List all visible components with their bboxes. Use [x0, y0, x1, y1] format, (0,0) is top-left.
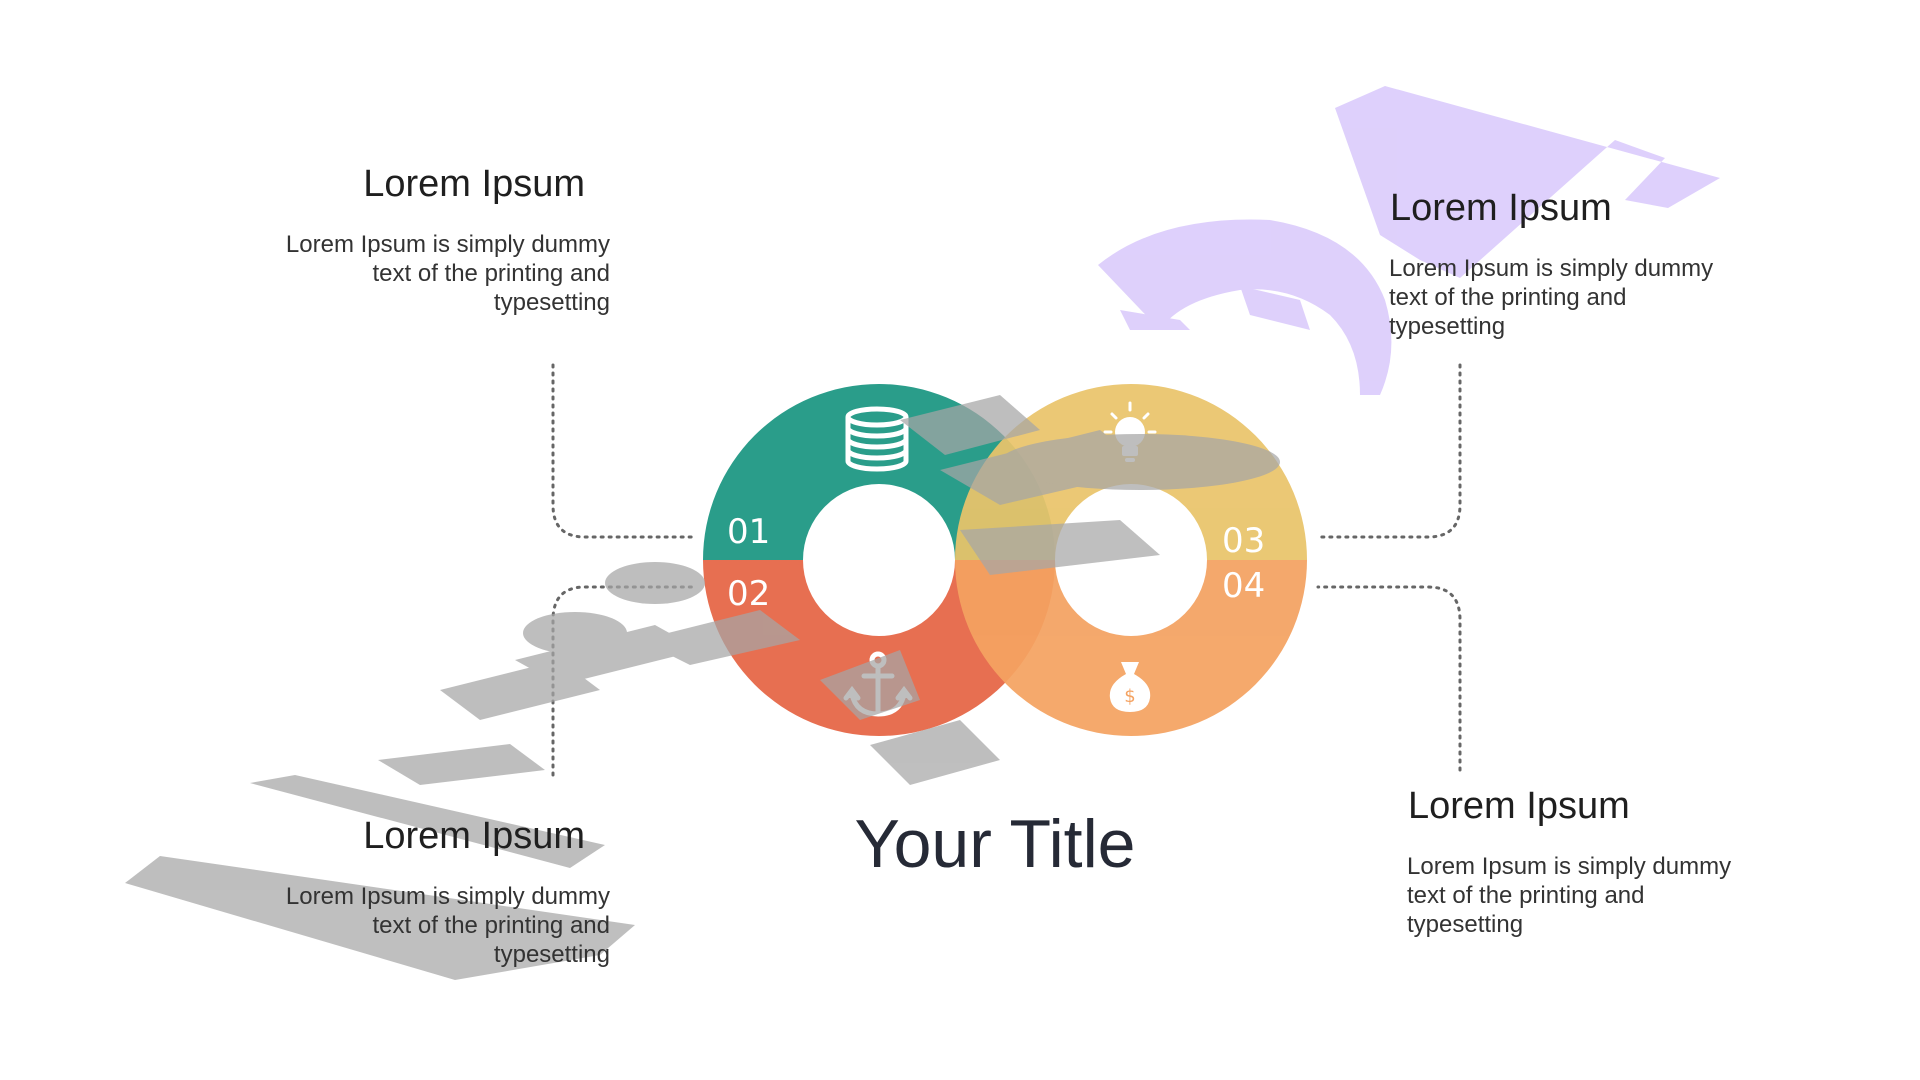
money-bag-icon: $ — [1109, 662, 1151, 712]
segment-04-arc — [955, 560, 1307, 736]
heading-01: Lorem Ipsum — [363, 163, 585, 205]
heading-02: Lorem Ipsum — [363, 815, 585, 857]
segment-02-number: 02 — [727, 574, 770, 614]
connector-01 — [551, 363, 697, 539]
segment-04-number: 04 — [1222, 566, 1265, 606]
heading-03: Lorem Ipsum — [1390, 187, 1612, 229]
connector-03 — [1316, 363, 1462, 539]
watermark — [125, 86, 1720, 980]
connector-04 — [1316, 585, 1462, 772]
segment-01-number: 01 — [727, 512, 770, 552]
description-02: Lorem Ipsum is simply dummy text of the … — [285, 883, 610, 968]
description-01: Lorem Ipsum is simply dummy text of the … — [285, 231, 610, 316]
svg-text:$: $ — [1124, 686, 1135, 707]
database-icon — [845, 406, 909, 472]
segment-03-number: 03 — [1222, 521, 1265, 561]
heading-04: Lorem Ipsum — [1408, 785, 1630, 827]
watermark-digits-purple — [1098, 86, 1720, 395]
watermark-letters-gray — [125, 395, 1280, 980]
slide-title: Your Title — [854, 806, 1136, 882]
description-03: Lorem Ipsum is simply dummy text of the … — [1389, 255, 1714, 340]
description-04: Lorem Ipsum is simply dummy text of the … — [1407, 853, 1732, 938]
